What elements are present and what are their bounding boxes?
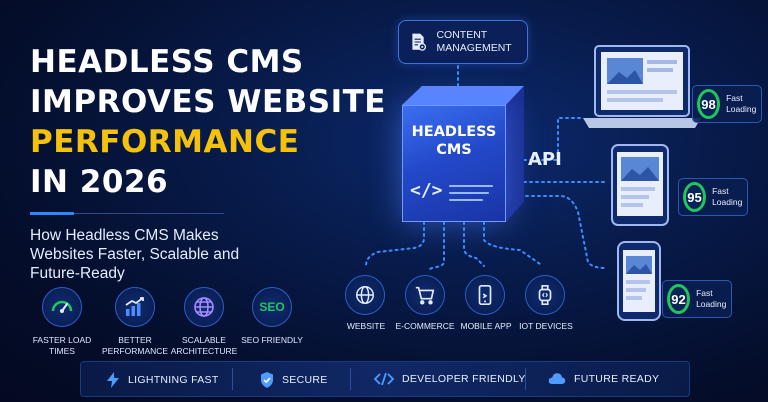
shopping-cart-icon (405, 275, 445, 315)
seo-icon: SEO (252, 287, 292, 327)
title-line-2: IMPROVES WEBSITE (30, 84, 386, 120)
title-underline (30, 212, 74, 215)
subtitle: How Headless CMS Makes Websites Faster, … (30, 227, 240, 282)
target-iot-devices (525, 275, 565, 315)
score-label: Fast Loading (696, 288, 727, 309)
bottom-item-developer-friendly: DEVELOPER FRIENDLY (374, 372, 526, 386)
speedometer-icon (42, 287, 82, 327)
feature-label: FASTER LOAD TIMES (32, 335, 92, 356)
score-ring: 98 (697, 89, 721, 119)
mobile-icon (465, 275, 505, 315)
bottom-feature-bar (80, 361, 690, 397)
title-line-3: PERFORMANCE (30, 124, 300, 160)
cube-lines (449, 185, 493, 201)
bottom-item-secure: SECURE (260, 372, 328, 388)
target-label: WEBSITE (346, 321, 386, 331)
target-mobile-app (465, 275, 505, 315)
globe-icon (345, 275, 385, 315)
target-ecommerce (405, 275, 445, 315)
divider (525, 368, 526, 390)
smartwatch-icon (525, 275, 565, 315)
bottom-item-label: SECURE (282, 374, 328, 386)
target-label: MOBILE APP (460, 321, 512, 331)
title-line-4: IN 2026 (30, 164, 169, 200)
bottom-item-label: LIGHTNING FAST (128, 374, 219, 386)
feature-seo-friendly: SEO SEO FRIENDLY (236, 287, 308, 346)
bottom-item-label: FUTURE READY (574, 372, 660, 385)
headless-cms-cube (402, 105, 506, 222)
document-gear-icon (412, 33, 427, 51)
target-website (345, 275, 389, 315)
cms-title: HEADLESS CMS (411, 124, 497, 158)
score-card: 98 Fast Loading (692, 85, 762, 123)
cms-cube-top (402, 86, 524, 222)
bar-chart-icon (115, 287, 155, 327)
content-management-label: CONTENT MANAGEMENT (436, 29, 512, 54)
score-ring: 92 (667, 284, 691, 314)
score-card: 92 Fast Loading (662, 280, 732, 318)
feature-label: SEO FRIENDLY (241, 335, 303, 345)
lightning-icon (107, 372, 119, 388)
divider (232, 368, 233, 390)
feature-faster-load-times: FASTER LOAD TIMES (26, 287, 98, 357)
feature-scalable-architecture: SCALABLE ARCHITECTURE (168, 287, 240, 357)
target-label: E-COMMERCE (395, 321, 455, 331)
globe-icon (184, 287, 224, 327)
content-management-box: CONTENT MANAGEMENT (398, 20, 528, 64)
target-label: IOT DEVICES (519, 321, 573, 331)
title-underline-thin (74, 213, 224, 214)
code-icon: </> (410, 180, 443, 201)
tablet-icon (611, 144, 669, 226)
score-ring: 95 (683, 182, 707, 212)
shield-icon (261, 372, 273, 388)
bottom-item-lightning-fast: LIGHTNING FAST (106, 372, 219, 388)
title-line-1: HEADLESS CMS (30, 44, 304, 80)
feature-better-performance: BETTER PERFORMANCE (99, 287, 171, 357)
smartphone-icon (617, 241, 661, 321)
bottom-item-future-ready: FUTURE READY (548, 372, 659, 385)
score-label: Fast Loading (712, 186, 743, 207)
code-icon (374, 372, 394, 386)
feature-label: BETTER PERFORMANCE (101, 335, 169, 356)
api-label: API (528, 149, 562, 170)
score-card: 95 Fast Loading (678, 178, 748, 216)
score-label: Fast Loading (726, 93, 757, 114)
divider (350, 368, 351, 390)
cloud-icon (548, 373, 566, 384)
bottom-item-label: DEVELOPER FRIENDLY (402, 373, 526, 385)
feature-label: SCALABLE ARCHITECTURE (170, 335, 238, 356)
laptop-icon (583, 45, 701, 128)
